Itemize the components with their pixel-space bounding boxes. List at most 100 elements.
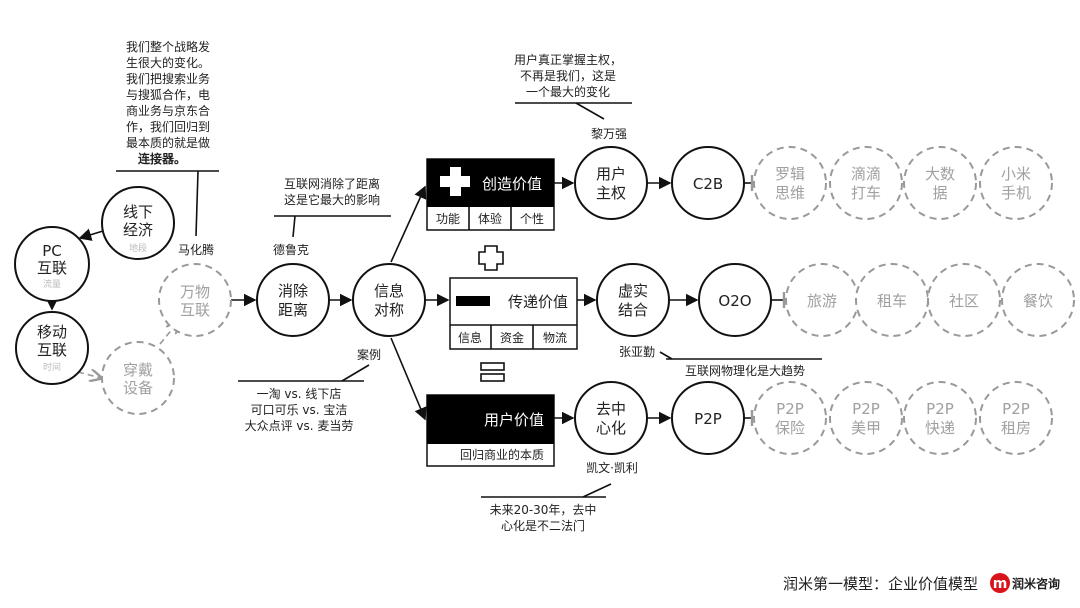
box-create-value[interactable]: 创造价值 功能 体验 个性 bbox=[426, 158, 555, 231]
svg-text:用户: 用户 bbox=[596, 165, 626, 183]
svg-text:据: 据 bbox=[932, 184, 947, 202]
equals-operator-icon bbox=[480, 362, 505, 382]
svg-text:移动: 移动 bbox=[37, 323, 67, 341]
example-travel[interactable]: 旅游 bbox=[785, 263, 859, 337]
svg-text:一淘 vs. 线下店: 一淘 vs. 线下店 bbox=[257, 387, 342, 401]
svg-text:对称: 对称 bbox=[374, 301, 404, 319]
edge-offline-pc bbox=[78, 228, 104, 241]
svg-text:P2P: P2P bbox=[776, 400, 804, 418]
li-quote: 用户真正掌握主权， 不再是我们，这是 一个最大的变化 黎万强 bbox=[514, 52, 632, 141]
footer-title: 润米第一模型：企业价值模型 bbox=[783, 575, 978, 593]
svg-text:C2B: C2B bbox=[693, 175, 723, 193]
svg-text:手机: 手机 bbox=[1001, 184, 1031, 202]
node-o2o[interactable]: O2O bbox=[698, 263, 772, 337]
svg-text:美甲: 美甲 bbox=[851, 419, 881, 437]
svg-text:地段: 地段 bbox=[129, 242, 147, 254]
svg-text:生很大的变化。: 生很大的变化。 bbox=[126, 55, 210, 70]
svg-text:凯文·凯利: 凯文·凯利 bbox=[586, 460, 638, 475]
node-decentralization[interactable]: 去中 心化 bbox=[574, 381, 648, 455]
svg-text:P2P: P2P bbox=[1002, 400, 1030, 418]
svg-text:消除: 消除 bbox=[278, 282, 308, 300]
node-offline-economy[interactable]: 线下 经济 地段 bbox=[101, 186, 175, 260]
svg-text:个性: 个性 bbox=[520, 212, 544, 226]
svg-text:经济: 经济 bbox=[123, 221, 153, 239]
svg-text:功能: 功能 bbox=[436, 212, 460, 226]
svg-text:互联: 互联 bbox=[180, 301, 210, 319]
edge-mobile-wearable bbox=[77, 372, 101, 378]
svg-text:商业务与京东合: 商业务与京东合 bbox=[126, 103, 210, 118]
svg-text:张亚勤: 张亚勤 bbox=[619, 345, 655, 359]
svg-text:主权: 主权 bbox=[596, 184, 626, 202]
brand-logo: m 润米咨询 bbox=[990, 573, 1060, 593]
example-community[interactable]: 社区 bbox=[927, 263, 1001, 337]
node-iot[interactable]: 万物 互联 bbox=[158, 263, 232, 337]
plus-operator-icon bbox=[478, 245, 504, 271]
node-c2b[interactable]: C2B bbox=[671, 146, 745, 220]
svg-text:用户价值: 用户价值 bbox=[484, 411, 544, 429]
example-dining[interactable]: 餐饮 bbox=[1001, 263, 1075, 337]
kelly-quote: 凯文·凯利 未来20-30年，去中 心化是不二法门 bbox=[481, 460, 638, 533]
svg-text:保险: 保险 bbox=[775, 419, 805, 437]
mahuateng-quote: 我们整个战略发 生很大的变化。 我们把搜索业务 与搜狐合作，电 商业务与京东合 … bbox=[116, 39, 219, 257]
svg-text:虚实: 虚实 bbox=[618, 282, 648, 300]
svg-text:心化: 心化 bbox=[596, 419, 626, 437]
plus-icon bbox=[440, 167, 470, 196]
svg-text:传递价值: 传递价值 bbox=[508, 293, 568, 311]
svg-text:黎万强: 黎万强 bbox=[591, 127, 627, 141]
svg-text:社区: 社区 bbox=[949, 292, 979, 310]
svg-text:创造价值: 创造价值 bbox=[482, 175, 542, 193]
svg-text:时间: 时间 bbox=[43, 361, 61, 373]
node-p2p[interactable]: P2P bbox=[671, 381, 745, 455]
svg-text:信息: 信息 bbox=[374, 282, 404, 300]
svg-text:一个最大的变化: 一个最大的变化 bbox=[526, 84, 610, 99]
svg-text:万物: 万物 bbox=[180, 283, 210, 301]
svg-text:餐饮: 餐饮 bbox=[1023, 292, 1053, 310]
zhang-quote: 张亚勤 互联网物理化是大趋势 bbox=[619, 345, 822, 378]
svg-text:马化腾: 马化腾 bbox=[178, 242, 214, 257]
svg-text:PC: PC bbox=[42, 242, 62, 260]
svg-text:思维: 思维 bbox=[775, 184, 805, 202]
node-mobile-internet[interactable]: 移动 互联 时间 bbox=[15, 311, 89, 385]
case-examples: 案例 一淘 vs. 线下店 可口可乐 vs. 宝洁 大众点评 vs. 麦当劳 bbox=[238, 347, 381, 433]
svg-text:互联: 互联 bbox=[37, 259, 67, 277]
svg-text:滴滴: 滴滴 bbox=[851, 165, 881, 183]
node-pc-internet[interactable]: PC 互联 流量 bbox=[14, 226, 90, 302]
svg-text:德鲁克: 德鲁克 bbox=[273, 242, 309, 257]
node-info-symmetry[interactable]: 信息 对称 bbox=[352, 263, 426, 337]
box-user-value[interactable]: 用户价值 回归商业的本质 bbox=[426, 394, 555, 467]
example-car-rental[interactable]: 租车 bbox=[855, 263, 929, 337]
node-virtual-real[interactable]: 虚实 结合 bbox=[596, 263, 670, 337]
node-user-sovereignty[interactable]: 用户 主权 bbox=[574, 146, 648, 220]
svg-text:物流: 物流 bbox=[543, 331, 567, 345]
svg-text:O2O: O2O bbox=[718, 292, 751, 310]
svg-text:穿戴: 穿戴 bbox=[123, 361, 153, 379]
node-wearable[interactable]: 穿戴 设备 bbox=[101, 341, 175, 415]
svg-text:未来20-30年，去中: 未来20-30年，去中 bbox=[490, 502, 597, 517]
edge-info-user bbox=[390, 337, 427, 421]
svg-text:连接器。: 连接器。 bbox=[138, 151, 186, 166]
svg-text:我们整个战略发: 我们整个战略发 bbox=[126, 39, 210, 54]
box-deliver-value[interactable]: 传递价值 信息 资金 物流 bbox=[449, 277, 578, 350]
row-edges bbox=[554, 175, 786, 426]
edge-info-create bbox=[390, 185, 427, 263]
svg-text:m: m bbox=[993, 576, 1008, 592]
svg-text:大众点评 vs. 麦当劳: 大众点评 vs. 麦当劳 bbox=[245, 419, 354, 433]
svg-text:与搜狐合作，电: 与搜狐合作，电 bbox=[126, 87, 210, 102]
drucker-quote: 互联网消除了距离 这是它最大的影响 德鲁克 bbox=[273, 176, 391, 257]
svg-text:结合: 结合 bbox=[618, 301, 648, 319]
svg-text:设备: 设备 bbox=[123, 379, 153, 397]
svg-text:信息: 信息 bbox=[458, 330, 482, 345]
svg-text:快递: 快递 bbox=[925, 419, 955, 437]
node-eliminate-distance[interactable]: 消除 距离 bbox=[256, 263, 330, 337]
svg-text:这是它最大的影响: 这是它最大的影响 bbox=[284, 192, 380, 207]
example-bigdata[interactable]: 大数据 bbox=[903, 146, 977, 220]
svg-text:资金: 资金 bbox=[500, 330, 524, 345]
